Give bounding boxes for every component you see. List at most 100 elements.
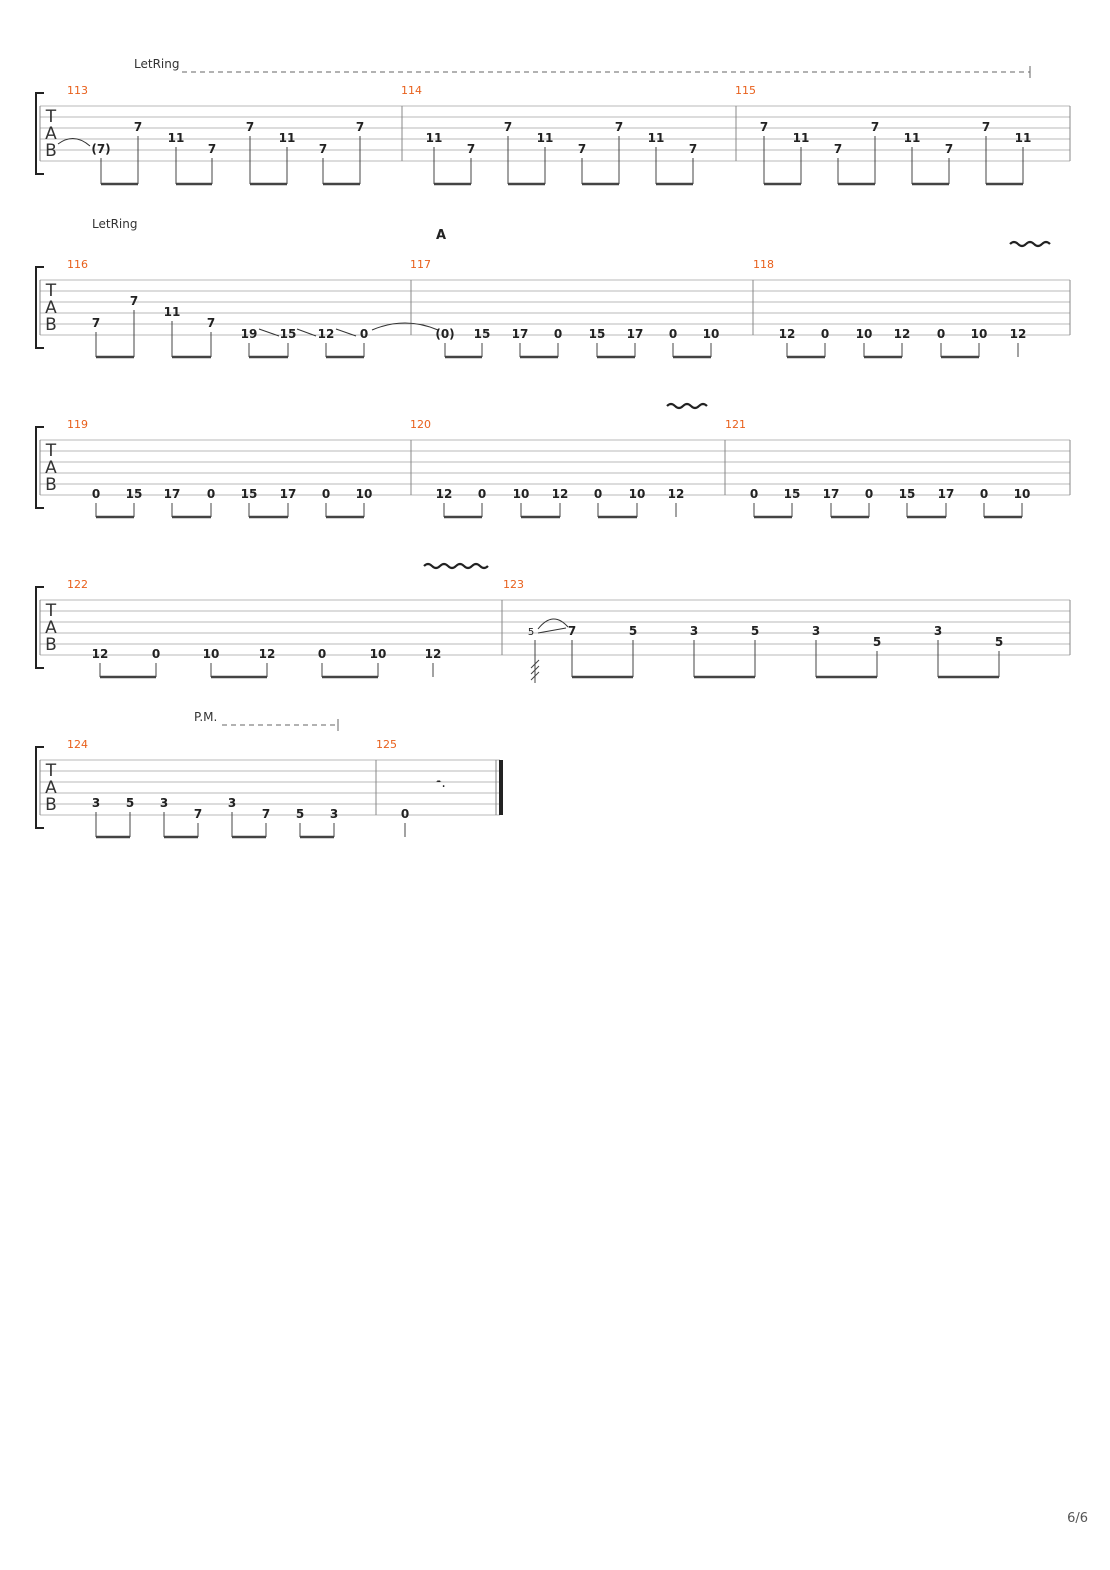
fret-number: 0 bbox=[554, 327, 562, 341]
barlines bbox=[39, 280, 1071, 335]
fret-number: 7 bbox=[92, 316, 100, 330]
fret-number: 7 bbox=[130, 294, 138, 308]
measure-number: 123 bbox=[503, 578, 524, 591]
measure-number: 113 bbox=[67, 84, 88, 97]
vibrato-icon bbox=[1009, 240, 1051, 248]
page-number: 6/6 bbox=[1067, 1511, 1088, 1526]
fret-number: 7 bbox=[246, 120, 254, 134]
fret-number: 7 bbox=[568, 624, 576, 638]
fret-number: 3 bbox=[812, 624, 820, 638]
fret-number: 3 bbox=[228, 796, 236, 810]
fret-number: 5 bbox=[873, 635, 881, 649]
fret-number: 0 bbox=[669, 327, 677, 341]
fret-number: 0 bbox=[322, 487, 330, 501]
measure-121: 0 15 17 0 15 17 0 10 bbox=[750, 487, 1031, 501]
fret-number: 7 bbox=[262, 807, 270, 821]
fret-number: 0 bbox=[865, 487, 873, 501]
measure-113: (7) 7 11 7 7 11 7 7 bbox=[91, 120, 364, 156]
tab-letter-b: B bbox=[45, 795, 57, 815]
tab-letter-t: T bbox=[45, 281, 57, 301]
fret-number: 11 bbox=[793, 131, 810, 145]
fret-number: 12 bbox=[318, 327, 335, 341]
measure-number: 119 bbox=[67, 418, 88, 431]
fret-number: 5 bbox=[629, 624, 637, 638]
measure-124: 3 5 3 7 3 7 5 3 bbox=[92, 796, 338, 821]
fret-number: 0 bbox=[750, 487, 758, 501]
system-2: LetRing A T A B 116 117 118 7 7 11 7 19 … bbox=[35, 217, 1071, 359]
measure-115: 7 11 7 7 11 7 7 11 bbox=[760, 120, 1032, 156]
tab-letter-b: B bbox=[45, 315, 57, 335]
fret-number: 10 bbox=[513, 487, 530, 501]
fret-number: 15 bbox=[126, 487, 143, 501]
fret-number: 10 bbox=[370, 647, 387, 661]
fret-number: (0) bbox=[435, 327, 454, 341]
measure-116: 7 7 11 7 19 15 12 0 bbox=[92, 294, 368, 341]
fret-number: 10 bbox=[203, 647, 220, 661]
grace-fret-number: 5 bbox=[528, 627, 534, 638]
fret-number: 12 bbox=[425, 647, 442, 661]
staff-lines bbox=[40, 759, 500, 816]
vibrato-icon bbox=[423, 562, 489, 570]
measure-number: 115 bbox=[735, 84, 756, 97]
measure-120: 12 0 10 12 0 10 12 bbox=[436, 487, 685, 501]
fret-number: 11 bbox=[537, 131, 554, 145]
barlines bbox=[39, 440, 1071, 495]
fret-number: 7 bbox=[134, 120, 142, 134]
fret-number: 15 bbox=[474, 327, 491, 341]
fret-number: 3 bbox=[690, 624, 698, 638]
fret-number: 5 bbox=[751, 624, 759, 638]
slide-line bbox=[537, 627, 567, 634]
fret-number: 5 bbox=[995, 635, 1003, 649]
fret-number: 0 bbox=[821, 327, 829, 341]
fret-number: 5 bbox=[296, 807, 304, 821]
fret-number: 3 bbox=[934, 624, 942, 638]
measure-number: 116 bbox=[67, 258, 88, 271]
note-stems bbox=[95, 812, 406, 837]
fret-number: 12 bbox=[894, 327, 911, 341]
fret-number: 7 bbox=[356, 120, 364, 134]
tab-letter-t: T bbox=[45, 441, 57, 461]
note-stems bbox=[100, 136, 1024, 184]
system-bracket bbox=[35, 746, 44, 829]
measure-number: 124 bbox=[67, 738, 88, 751]
fret-number: 7 bbox=[467, 142, 475, 156]
fret-number: 15 bbox=[280, 327, 297, 341]
tab-letter-a: A bbox=[45, 778, 57, 798]
measure-123: 5 7 5 3 5 3 5 3 5 bbox=[528, 624, 1003, 649]
fret-number: 0 bbox=[207, 487, 215, 501]
fret-number: 12 bbox=[92, 647, 109, 661]
fret-number: 17 bbox=[164, 487, 181, 501]
measure-118: 12 0 10 12 0 10 12 bbox=[779, 327, 1027, 341]
fret-number: 10 bbox=[1014, 487, 1031, 501]
fret-number: 7 bbox=[615, 120, 623, 134]
half-rest-dotted-icon: 𝄼. bbox=[436, 775, 446, 791]
staff-lines bbox=[40, 279, 1070, 336]
fret-number: 10 bbox=[703, 327, 720, 341]
fret-number: 10 bbox=[971, 327, 988, 341]
note-stems bbox=[99, 640, 1000, 677]
fret-number: 3 bbox=[330, 807, 338, 821]
measure-number: 122 bbox=[67, 578, 88, 591]
fret-number: 0 bbox=[92, 487, 100, 501]
fret-number: 7 bbox=[207, 316, 215, 330]
fret-number: 3 bbox=[160, 796, 168, 810]
measure-number: 120 bbox=[410, 418, 431, 431]
slur-arc bbox=[537, 618, 569, 630]
fret-number: 7 bbox=[760, 120, 768, 134]
fret-number: 15 bbox=[589, 327, 606, 341]
fret-number: (7) bbox=[91, 142, 110, 156]
tab-letter-b: B bbox=[45, 475, 57, 495]
measure-117: (0) 15 17 0 15 17 0 10 bbox=[435, 327, 719, 341]
fret-number: 7 bbox=[319, 142, 327, 156]
fret-number: 0 bbox=[401, 807, 409, 821]
tab-letter-a: A bbox=[45, 298, 57, 318]
staff-lines bbox=[40, 105, 1070, 162]
fret-number: 7 bbox=[689, 142, 697, 156]
fret-number: 7 bbox=[194, 807, 202, 821]
fret-number: 15 bbox=[241, 487, 258, 501]
fret-number: 17 bbox=[512, 327, 529, 341]
measure-number: 121 bbox=[725, 418, 746, 431]
fret-number: 17 bbox=[627, 327, 644, 341]
fret-number: 10 bbox=[629, 487, 646, 501]
